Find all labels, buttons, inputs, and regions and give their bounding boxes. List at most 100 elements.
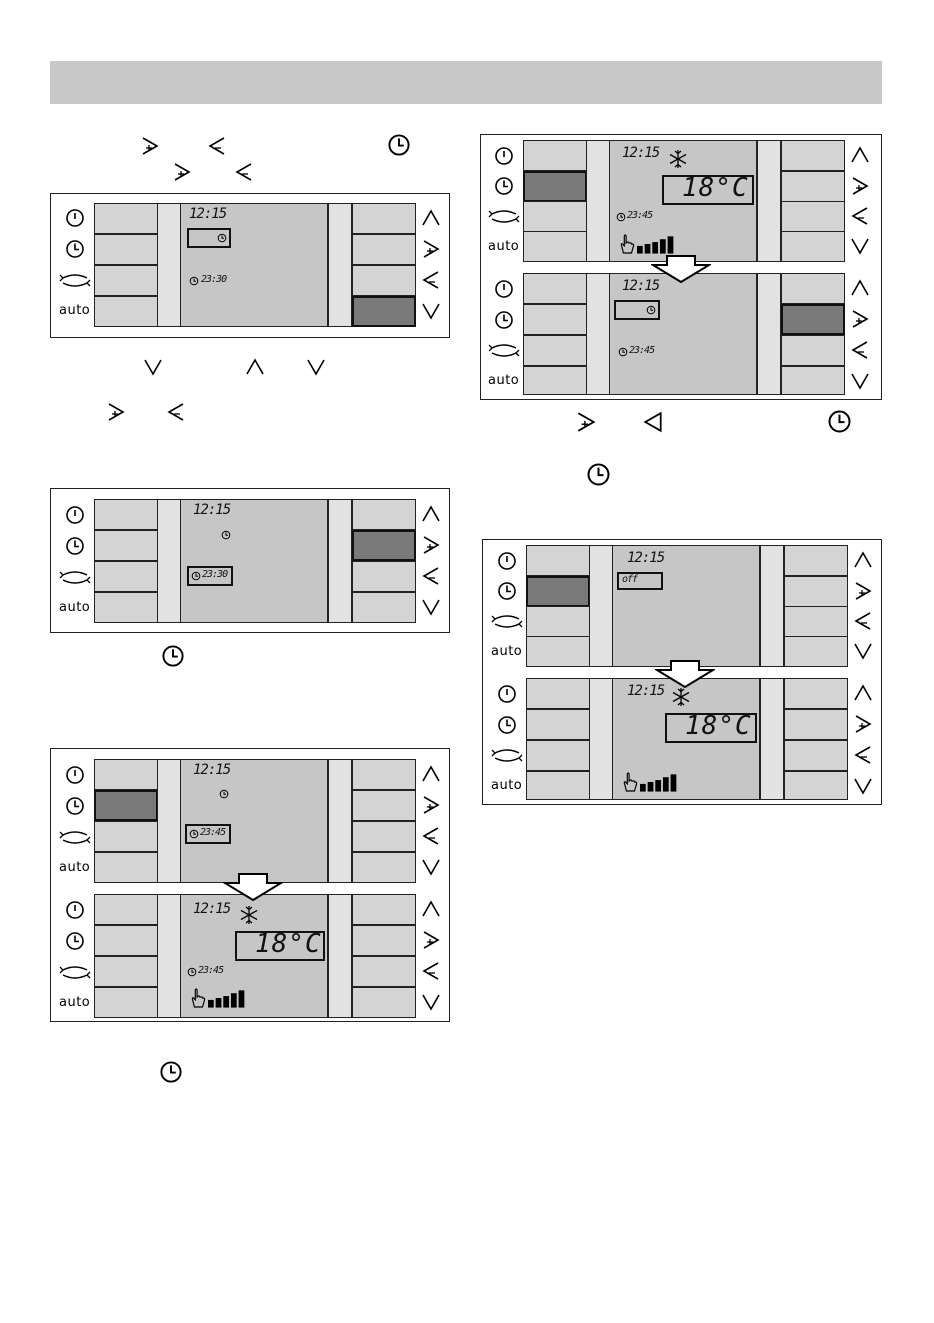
power-button[interactable] <box>94 203 158 234</box>
timer-button[interactable] <box>523 171 587 202</box>
up-button[interactable] <box>352 203 416 234</box>
down-button[interactable] <box>352 987 416 1018</box>
timer-button[interactable] <box>523 304 587 335</box>
plus-button[interactable] <box>784 576 848 607</box>
swing-button[interactable] <box>94 821 158 852</box>
plus-button[interactable] <box>784 709 848 740</box>
clock-display: 12:15 <box>193 502 230 518</box>
auto-button[interactable] <box>526 636 590 667</box>
swing-button[interactable] <box>526 606 590 637</box>
down-button[interactable] <box>781 366 845 395</box>
up-arrow-icon <box>853 683 873 703</box>
swing-icon <box>57 270 93 290</box>
arrow-minus-icon <box>642 411 664 433</box>
down-arrow-icon <box>142 357 164 377</box>
up-button[interactable] <box>781 140 845 171</box>
timer-display: 23:45 <box>198 965 223 976</box>
timer-display: 23:45 <box>627 210 652 221</box>
timer-indicator-icon <box>221 530 231 540</box>
down-button[interactable] <box>352 296 416 327</box>
auto-button[interactable] <box>526 771 590 800</box>
power-button[interactable] <box>523 273 587 304</box>
auto-button[interactable] <box>94 592 158 623</box>
power-button[interactable] <box>94 499 158 530</box>
timer-button[interactable] <box>94 925 158 956</box>
up-button[interactable] <box>352 759 416 790</box>
down-button[interactable] <box>352 592 416 623</box>
minus-button[interactable] <box>352 265 416 296</box>
swing-button[interactable] <box>526 740 590 771</box>
arrow-minus-icon <box>421 270 441 290</box>
plus-button[interactable] <box>352 530 416 561</box>
snowflake-icon <box>668 149 688 169</box>
timer-indicator-icon <box>189 276 199 286</box>
timer-button[interactable] <box>94 790 158 821</box>
right-divider <box>760 545 784 667</box>
hand-icon <box>189 987 207 1009</box>
timer-button[interactable] <box>526 709 590 740</box>
minus-button[interactable] <box>352 956 416 987</box>
plus-button[interactable] <box>352 234 416 265</box>
swing-button[interactable] <box>94 956 158 987</box>
swing-icon <box>489 745 525 765</box>
swing-button[interactable] <box>94 265 158 296</box>
minus-button[interactable] <box>784 740 848 771</box>
up-button[interactable] <box>784 545 848 576</box>
power-button[interactable] <box>523 140 587 171</box>
down-arrow-icon <box>850 236 870 256</box>
clock-icon <box>65 931 85 951</box>
up-button[interactable] <box>352 499 416 530</box>
arrow-minus-icon <box>853 611 873 631</box>
swing-button[interactable] <box>94 561 158 592</box>
minus-button[interactable] <box>352 821 416 852</box>
power-icon <box>65 765 85 785</box>
transition-arrow-icon <box>223 873 283 901</box>
clock-display: 12:15 <box>627 550 664 566</box>
auto-button[interactable] <box>523 366 587 395</box>
plus-button[interactable] <box>781 304 845 335</box>
up-arrow-icon <box>421 764 441 784</box>
swing-button[interactable] <box>523 335 587 366</box>
timer-button[interactable] <box>94 234 158 265</box>
controller-panel-4: auto 12:15 18°C 23:45 auto 12:15 23:45 <box>480 134 882 400</box>
arrow-plus-icon <box>172 162 192 182</box>
plus-button[interactable] <box>352 790 416 821</box>
status-display: off <box>622 574 637 585</box>
plus-button[interactable] <box>352 925 416 956</box>
power-button[interactable] <box>94 894 158 925</box>
auto-button[interactable] <box>523 231 587 262</box>
left-divider <box>589 545 613 667</box>
timer-indicator-icon <box>191 571 201 581</box>
power-button[interactable] <box>526 678 590 709</box>
auto-button[interactable] <box>94 987 158 1018</box>
up-button[interactable] <box>352 894 416 925</box>
clock-icon <box>497 581 517 601</box>
down-button[interactable] <box>784 771 848 800</box>
minus-button[interactable] <box>352 561 416 592</box>
down-button[interactable] <box>784 636 848 667</box>
minus-button[interactable] <box>784 606 848 637</box>
down-button[interactable] <box>352 852 416 883</box>
plus-button[interactable] <box>781 171 845 202</box>
up-button[interactable] <box>781 273 845 304</box>
timer-display: 23:30 <box>201 274 226 285</box>
power-button[interactable] <box>94 759 158 790</box>
power-button[interactable] <box>526 545 590 576</box>
up-button[interactable] <box>784 678 848 709</box>
auto-button[interactable] <box>94 852 158 883</box>
timer-button[interactable] <box>526 576 590 607</box>
minus-button[interactable] <box>781 201 845 232</box>
auto-label: auto <box>59 995 90 1010</box>
auto-button[interactable] <box>94 296 158 327</box>
minus-button[interactable] <box>781 335 845 366</box>
swing-button[interactable] <box>523 201 587 232</box>
timer-button[interactable] <box>94 530 158 561</box>
arrow-plus-icon <box>575 411 597 433</box>
down-arrow-icon <box>853 641 873 661</box>
clock-icon <box>497 715 517 735</box>
timer-indicator-icon <box>189 829 199 839</box>
arrow-plus-icon <box>853 581 873 601</box>
down-button[interactable] <box>781 231 845 262</box>
right-divider <box>328 759 352 883</box>
lcd-display: 12:15 18°C 23:45 <box>180 894 328 1018</box>
